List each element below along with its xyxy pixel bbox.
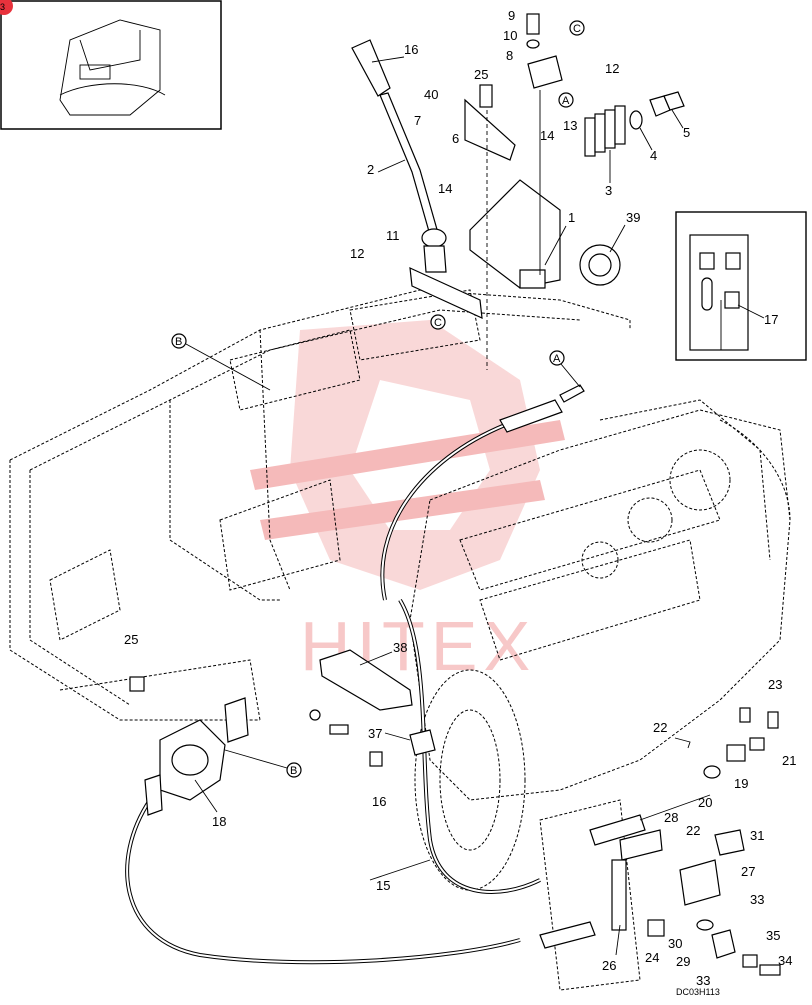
part-label: 14 xyxy=(540,128,554,143)
part-label: 34 xyxy=(778,953,792,968)
part-label: 13 xyxy=(563,118,577,133)
part-label: 12 xyxy=(350,246,364,261)
part-label: 16 xyxy=(404,42,418,57)
part-label: 10 xyxy=(503,28,517,43)
part-label: 28 xyxy=(664,810,678,825)
part-label: 35 xyxy=(766,928,780,943)
part-label: 31 xyxy=(750,828,764,843)
part-label: 14 xyxy=(438,181,452,196)
part-label: 3 xyxy=(605,183,612,198)
ref-marker: C xyxy=(573,23,581,35)
part-label: 12 xyxy=(605,61,619,76)
part-label: 37 xyxy=(368,726,382,741)
machine-inset: 3 xyxy=(0,0,222,130)
friction-plates xyxy=(584,105,626,157)
part-label: 26 xyxy=(602,958,616,973)
part-label: 38 xyxy=(393,640,407,655)
throttle-lever-assembly xyxy=(351,13,685,370)
part-labels: 1 2 3 4 5 6 7 8 9 10 11 12 12 13 14 14 1… xyxy=(124,8,796,988)
ref-marker: B xyxy=(290,765,297,777)
part-label: 8 xyxy=(506,48,513,63)
watermark-logo xyxy=(250,320,565,590)
cable-end-b xyxy=(589,814,646,846)
part-label: 17 xyxy=(764,312,778,327)
part-label: 18 xyxy=(212,814,226,829)
part-label: 27 xyxy=(741,864,755,879)
part-label: 30 xyxy=(668,936,682,951)
link-plate xyxy=(409,267,483,319)
part-label: 29 xyxy=(676,954,690,969)
part-label: 4 xyxy=(650,148,657,163)
bracket-38 xyxy=(319,649,413,711)
clamp-37 xyxy=(409,729,436,756)
part-label: 33 xyxy=(750,892,764,907)
part-label: 16 xyxy=(372,794,386,809)
part-label: 21 xyxy=(782,753,796,768)
part-label: 23 xyxy=(768,677,782,692)
part-label: 40 xyxy=(424,87,438,102)
part-label: 22 xyxy=(653,720,667,735)
part-label: 5 xyxy=(683,125,690,140)
ref-marker: A xyxy=(553,353,561,365)
inset-badge: 3 xyxy=(0,2,5,12)
part-label: 22 xyxy=(686,823,700,838)
part-label: 2 xyxy=(367,162,374,177)
part-label: 6 xyxy=(452,131,459,146)
drawing-code: DC03H113 xyxy=(676,987,720,997)
cable-end-a xyxy=(499,399,563,433)
part-label: 33 xyxy=(696,973,710,988)
ref-markers: A A B B C C xyxy=(171,20,585,778)
part-label: 24 xyxy=(645,950,659,965)
part-label: 20 xyxy=(698,795,712,810)
bracket-27 xyxy=(679,859,721,906)
decal-inset xyxy=(675,211,807,361)
inset-badge-icon xyxy=(0,0,13,15)
part-label: 15 xyxy=(376,878,390,893)
part-label: 7 xyxy=(414,113,421,128)
lever-knob xyxy=(351,39,391,97)
part-label: 25 xyxy=(474,67,488,82)
part-label: 1 xyxy=(568,210,575,225)
part-label: 19 xyxy=(734,776,748,791)
part-label: 39 xyxy=(626,210,640,225)
part-label: 9 xyxy=(508,8,515,23)
lower-link-parts xyxy=(611,707,781,976)
ref-marker: B xyxy=(175,336,182,348)
part-label: 25 xyxy=(124,632,138,647)
cover-plate xyxy=(464,98,516,161)
leader-lines xyxy=(194,56,765,956)
clip-plate xyxy=(527,55,563,89)
throttle-cables xyxy=(125,384,711,965)
governor-motor xyxy=(129,649,436,816)
lever-bracket xyxy=(469,179,561,289)
part-label: 11 xyxy=(386,228,400,243)
ref-marker: A xyxy=(562,95,570,107)
ref-marker: C xyxy=(434,317,442,329)
